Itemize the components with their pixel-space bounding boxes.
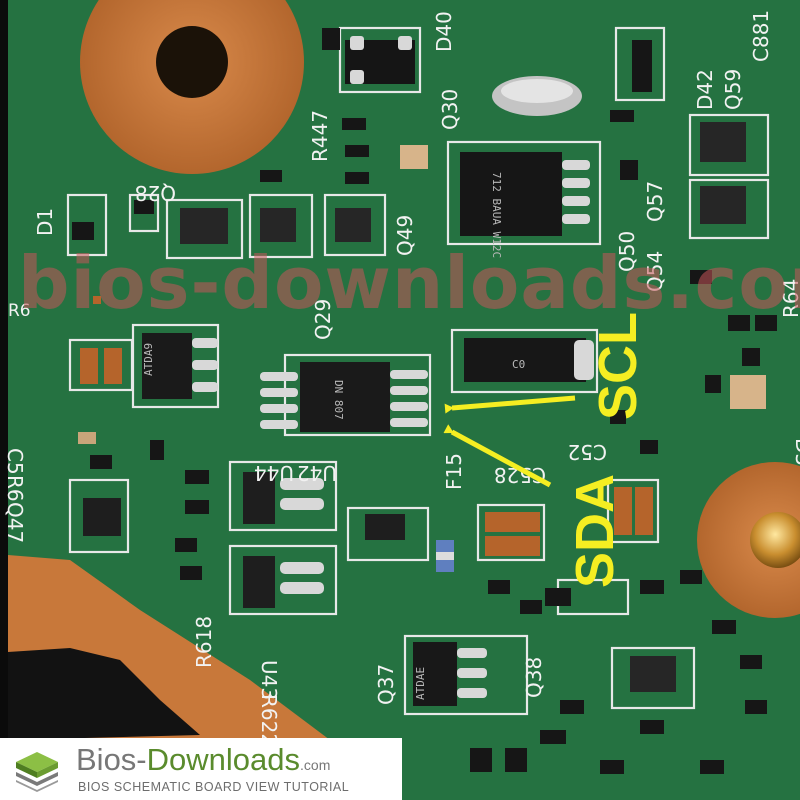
silkscreen-label: C52 [568, 440, 607, 464]
solder-pins [192, 36, 594, 698]
site-name: Bios-Downloads.com [76, 742, 330, 778]
sda-arrow [443, 424, 552, 488]
board-edge [0, 0, 8, 800]
silkscreen-label: Q38 [522, 657, 546, 698]
silkscreen-label: R447 [308, 110, 332, 162]
copper-pads [80, 296, 653, 556]
silkscreen-label: F15 [442, 453, 466, 490]
site-logo-bar: Bios-Downloads.com BIOS SCHEMATIC BOARD … [0, 738, 402, 800]
eeprom-chip [300, 362, 390, 432]
silkscreen-label: D40 [432, 11, 456, 52]
silkscreen-label: Q50 [615, 231, 639, 272]
site-name-part2: Downloads [146, 742, 301, 777]
ic-chips [83, 40, 746, 706]
silkscreen-label: R6 [3, 475, 27, 502]
sot-chip [142, 333, 192, 399]
silkscreen-label: Q49 [393, 215, 417, 256]
silkscreen-label: Q57 [643, 181, 667, 222]
scl-arrow [444, 395, 576, 414]
silkscreen-label: Q37 [374, 664, 398, 705]
site-name-part1: Bios- [76, 742, 147, 777]
silkscreen-label: R622 [257, 694, 281, 746]
copper-mounting-pad [697, 462, 800, 618]
sot-chip [413, 642, 457, 706]
silkscreen-outlines [66, 26, 770, 716]
silkscreen-label: D42 [693, 69, 717, 110]
chip-marking: ATDA9 [142, 343, 155, 376]
scl-label: SCL [588, 312, 648, 420]
smd-components [72, 28, 777, 774]
silkscreen-labels: D40 R447 Q30 Q28 D1 Q49 Q29 R6 C5 R6 Q47… [3, 10, 800, 746]
chip-markings: 712 BAUA W12C ATDA9 DN 807 C0 ATDAE [142, 172, 525, 700]
silkscreen-label: R64 [779, 279, 800, 318]
silkscreen-label: R618 [192, 616, 216, 668]
silkscreen-label: Q29 [311, 299, 335, 340]
site-tagline: BIOS SCHEMATIC BOARD VIEW TUTORIAL [78, 780, 350, 794]
chip-marking: DN 807 [332, 380, 345, 420]
site-tld: .com [300, 757, 331, 773]
dark-recess [8, 648, 200, 740]
silkscreen-label: Q28 [135, 181, 176, 205]
chip-marking: ATDAE [414, 667, 427, 700]
silkscreen-label: Q30 [438, 89, 462, 130]
silkscreen-label: Q54 [643, 251, 667, 292]
silkscreen-label: D1 [33, 208, 57, 236]
watermark-text: bios-downloads.com [18, 241, 800, 325]
silkscreen-label: U42 [297, 461, 337, 485]
silkscreen-label: R6 [8, 301, 31, 321]
chip-marking: 712 BAUA W12C [490, 172, 503, 258]
signal-annotation: SCL SDA [443, 312, 648, 588]
silkscreen-label: D5 [791, 438, 800, 466]
screw-head [750, 512, 800, 568]
silkscreen-label: Q47 [3, 502, 27, 543]
silkscreen-label: Q59 [721, 69, 745, 110]
silkscreen-label: C881 [749, 10, 773, 62]
chip-stack-icon [16, 752, 58, 792]
chip-marking: C0 [512, 358, 525, 371]
mosfet-chip [460, 152, 562, 236]
silkscreen-label: C5 [3, 448, 27, 475]
silkscreen-label: U43 [257, 660, 281, 700]
silkscreen-label: U44 [254, 461, 294, 485]
diode-chip [464, 338, 586, 382]
sda-label: SDA [565, 474, 625, 588]
